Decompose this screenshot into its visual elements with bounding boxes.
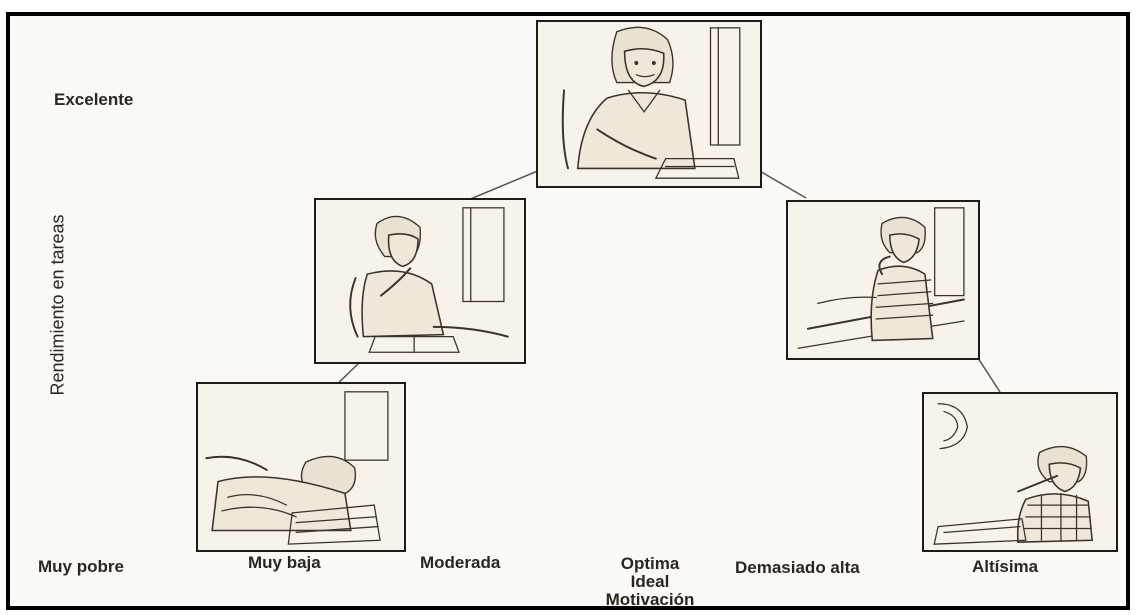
label-altisima: Altísima (972, 557, 1039, 576)
panel-muy-baja (196, 382, 406, 552)
panel-altisima (922, 392, 1118, 552)
label-demasiado-alta: Demasiado alta (735, 558, 860, 577)
label-moderada: Moderada (420, 553, 501, 572)
student-biting-nails-illustration (797, 207, 965, 349)
student-writing-calmly-illustration (561, 26, 741, 179)
student-leaning-on-hand-illustration (349, 207, 509, 353)
student-biting-pen-illustration (933, 403, 1094, 545)
panel-demasiado-alta (786, 200, 980, 360)
label-excelente: Excelente (54, 90, 134, 109)
y-axis-title: Rendimiento en tareas (47, 214, 68, 396)
panel-moderada (314, 198, 526, 364)
label-optima: Optima (620, 554, 680, 573)
panel-optima (536, 20, 762, 188)
label-muy-baja: Muy baja (248, 553, 321, 572)
label-ideal: Ideal (630, 572, 670, 591)
label-motivacion: Motivación (605, 590, 695, 609)
label-optima-group: Optima Ideal Motivación (585, 555, 715, 609)
label-muy-pobre: Muy pobre (38, 557, 124, 576)
student-asleep-on-desk-illustration (205, 391, 389, 545)
